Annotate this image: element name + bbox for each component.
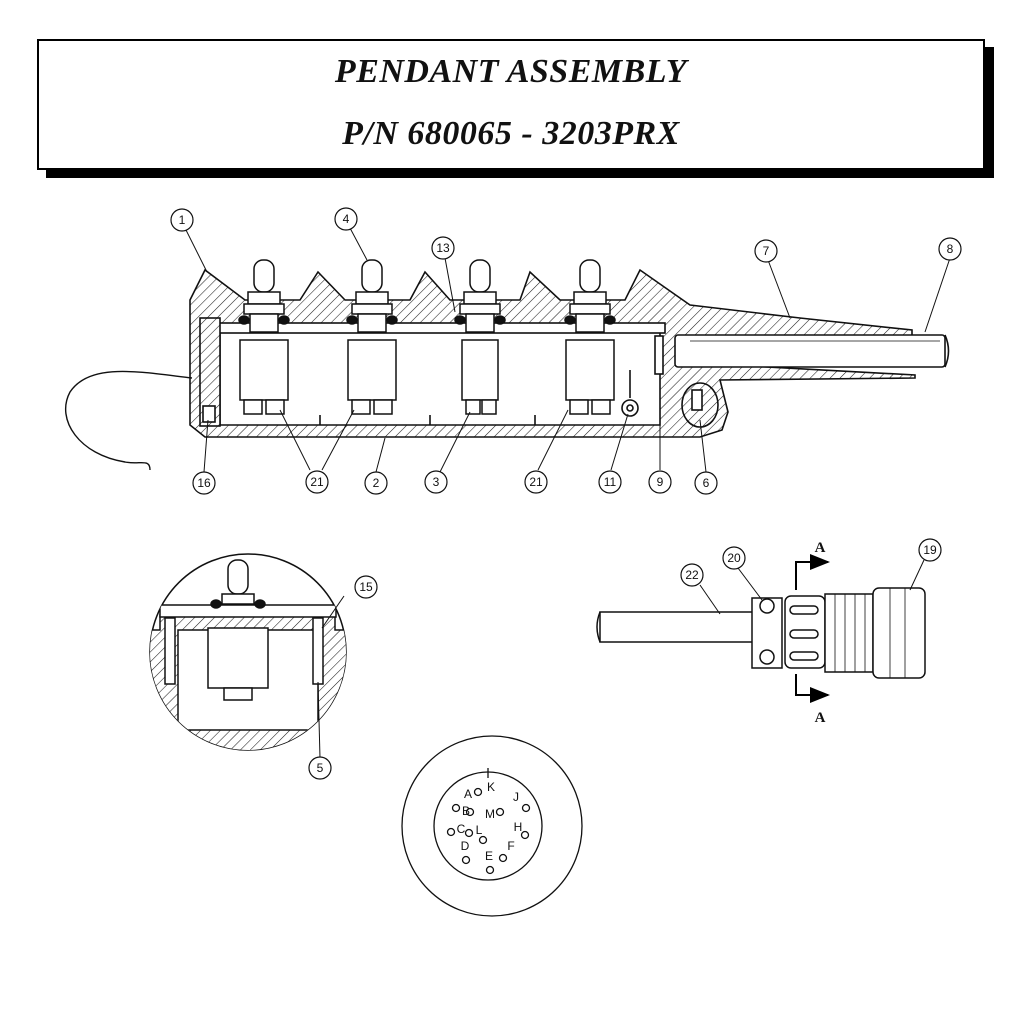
pin-H: H <box>514 820 523 834</box>
part-number: P/N 680065 - 3203PRX <box>342 115 680 152</box>
pin-L: L <box>476 823 483 837</box>
toggle-switches <box>238 259 616 415</box>
callout-16: 16 <box>197 476 211 490</box>
title-box: PENDANT ASSEMBLY P/N 680065 - 3203PRX <box>37 39 985 170</box>
pin-J: J <box>513 790 519 804</box>
connector-face <box>401 735 583 917</box>
pin-K: K <box>487 780 495 794</box>
coil-cord <box>64 370 193 471</box>
pendant-section-view <box>64 268 950 471</box>
callout-13: 13 <box>436 241 450 255</box>
callout-4: 4 <box>343 212 350 226</box>
pin-A: A <box>464 787 472 801</box>
detail-cross-section <box>149 553 378 780</box>
callout-11: 11 <box>604 475 617 489</box>
switch-3 <box>454 259 506 415</box>
callout-5: 5 <box>317 761 324 775</box>
callout-22: 22 <box>685 568 699 582</box>
pin-C: C <box>457 822 466 836</box>
callout-20: 20 <box>727 551 741 565</box>
switch-1 <box>238 259 290 415</box>
callouts-main <box>170 207 962 495</box>
leader-lines <box>185 227 951 473</box>
callout-3: 3 <box>433 475 440 489</box>
callout-21a: 21 <box>310 475 324 489</box>
callout-15: 15 <box>359 580 373 594</box>
pin-E: E <box>485 849 493 863</box>
screw-9 <box>654 335 664 375</box>
section-marker-a <box>795 554 830 703</box>
switch-4 <box>564 259 616 415</box>
callout-2: 2 <box>373 476 380 490</box>
drawing-title: PENDANT ASSEMBLY <box>334 53 688 90</box>
screw-16 <box>202 405 216 423</box>
callout-6: 6 <box>703 476 710 490</box>
section-label-bottom: A <box>815 710 826 726</box>
pin-D: D <box>461 839 470 853</box>
callout-1: 1 <box>179 213 186 227</box>
callout-8: 8 <box>947 242 954 256</box>
callout-9: 9 <box>657 475 664 489</box>
switch-2 <box>346 259 398 415</box>
cable-8 <box>674 334 946 368</box>
callout-19: 19 <box>923 543 937 557</box>
callout-7: 7 <box>763 244 770 258</box>
pin-F: F <box>507 839 514 853</box>
callout-21b: 21 <box>529 475 543 489</box>
section-label-top: A <box>815 540 826 556</box>
pin-B: B <box>462 804 470 818</box>
connector-side-view <box>596 538 942 679</box>
pin-M: M <box>485 807 495 821</box>
